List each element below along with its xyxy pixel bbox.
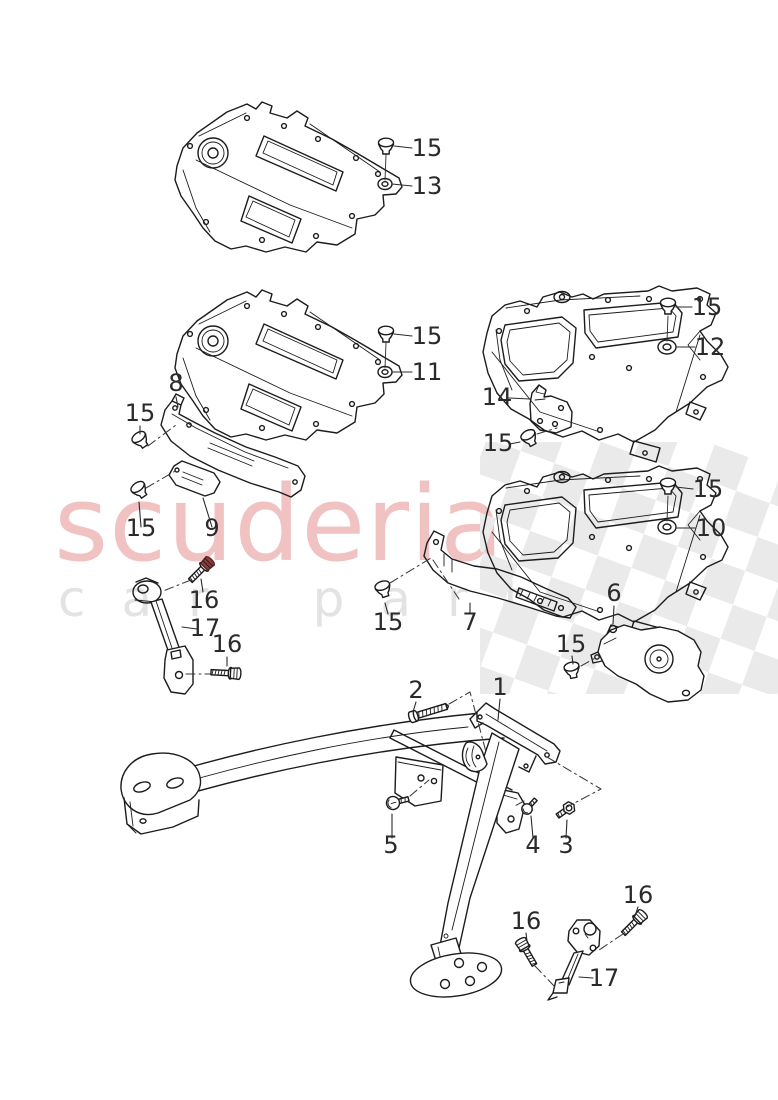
bracket-7[interactable] [423, 530, 577, 619]
part-label-11-3[interactable]: 11 [412, 358, 443, 386]
strut-17-upper[interactable] [132, 577, 194, 695]
checkered-flag-watermark [480, 442, 778, 694]
part-label-2-21[interactable]: 2 [408, 676, 423, 704]
bolt-2[interactable] [406, 699, 451, 724]
part-label-6-14[interactable]: 6 [606, 579, 621, 607]
part-label-17-17[interactable]: 17 [190, 614, 221, 642]
cover-6[interactable] [590, 624, 705, 703]
towbar-assembly-1[interactable] [120, 702, 561, 1003]
part-label-15-2[interactable]: 15 [412, 322, 443, 350]
part-label-16-27[interactable]: 16 [623, 881, 654, 909]
part-label-15-12[interactable]: 15 [693, 475, 724, 503]
bracket-8[interactable] [160, 393, 306, 498]
leader-lines [138, 145, 697, 989]
part-label-14-10[interactable]: 14 [482, 383, 513, 411]
screw-15-for-8[interactable] [129, 428, 153, 452]
screw-15-for-7[interactable] [373, 578, 394, 600]
plate-14[interactable] [529, 384, 573, 434]
watermark-brand-text: scuderia [54, 463, 505, 585]
part-label-15-0[interactable]: 15 [412, 134, 443, 162]
part-label-15-5[interactable]: 15 [125, 399, 156, 427]
strut-17-lower[interactable] [547, 919, 601, 1001]
part-label-8-4[interactable]: 8 [168, 369, 183, 397]
part-label-13-1[interactable]: 13 [412, 172, 443, 200]
part-label-4-24[interactable]: 4 [525, 831, 540, 859]
screw-15-for-12[interactable] [659, 297, 677, 315]
bracket-9[interactable] [168, 460, 221, 497]
part-label-15-11[interactable]: 15 [483, 429, 514, 457]
part-label-9-7[interactable]: 9 [204, 514, 219, 542]
part-label-16-16[interactable]: 16 [189, 586, 220, 614]
screw-15-for-6[interactable] [562, 660, 582, 681]
part-label-15-19[interactable]: 15 [373, 608, 404, 636]
part-label-5-23[interactable]: 5 [383, 831, 398, 859]
panel-11[interactable] [174, 289, 403, 441]
screw-15-for-9[interactable] [128, 478, 152, 502]
screw-3[interactable] [553, 799, 578, 822]
part-label-12-9[interactable]: 12 [695, 333, 726, 361]
part-label-1-22[interactable]: 1 [492, 673, 507, 701]
part-label-15-8[interactable]: 15 [692, 293, 723, 321]
panel-13[interactable] [174, 101, 403, 253]
part-label-16-26[interactable]: 16 [511, 907, 542, 935]
screw-15-for-13[interactable] [377, 137, 395, 155]
part-label-15-15[interactable]: 15 [556, 630, 587, 658]
part-label-15-6[interactable]: 15 [126, 514, 157, 542]
part-label-16-18[interactable]: 16 [212, 630, 243, 658]
part-label-17-28[interactable]: 17 [589, 964, 620, 992]
bolt-16-bottom-right[interactable] [618, 907, 650, 939]
part-label-7-20[interactable]: 7 [462, 608, 477, 636]
bolt-16-strut-upper[interactable] [210, 665, 242, 681]
screw-15-for-11[interactable] [377, 325, 395, 343]
part-label-10-13[interactable]: 10 [696, 514, 727, 542]
part-label-3-25[interactable]: 3 [558, 831, 573, 859]
